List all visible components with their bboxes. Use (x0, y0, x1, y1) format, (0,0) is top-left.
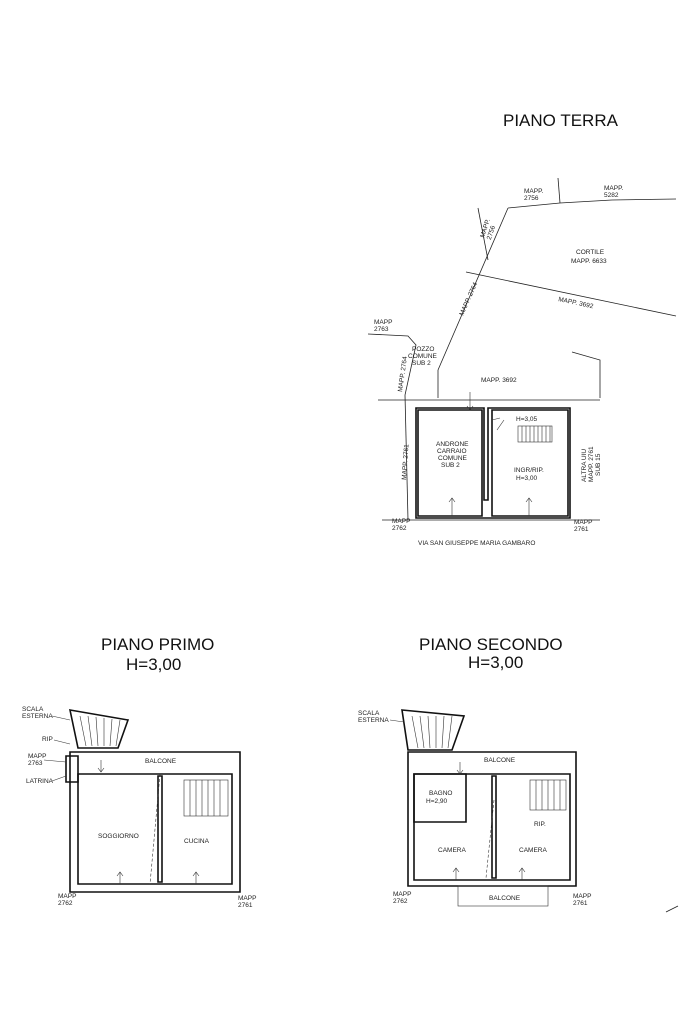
secondo-label-esterna: ESTERNA (358, 717, 389, 724)
label-androne: ANDRONE (436, 441, 469, 448)
secondo-external-stair (401, 709, 466, 751)
label-carraio: CARRAIO (437, 448, 467, 455)
label-h300: H=3,00 (516, 475, 538, 482)
primo-label-esterna: ESTERNA (22, 713, 53, 720)
secondo-arrow-camera-left (452, 867, 460, 880)
label-mapp-2761-vert: MAPP. 2761 (401, 444, 410, 480)
primo-arrow-soggiorno (116, 871, 124, 884)
label-mapp-3692: MAPP. 3692 (481, 377, 517, 384)
primo-label-scala: SCALA (22, 706, 44, 713)
label-mapp-2764-vert: MAPP. 2764 (397, 356, 409, 393)
secondo-arrow-balcone (456, 762, 464, 775)
primo-label-soggiorno: SOGGIORNO (98, 833, 139, 840)
primo-label-cucina: CUCINA (184, 838, 210, 845)
secondo-balcone-bottom (457, 885, 549, 907)
label-mapp-2764-diag: MAPP. 2764 (458, 281, 479, 317)
secondo-partition (491, 775, 497, 879)
edge-mark (665, 905, 679, 913)
label-altra-uiu: ALTRA UIU (581, 449, 588, 482)
primo-leader-mapp-2763 (43, 759, 67, 763)
secondo-label-camera-right: CAMERA (519, 847, 547, 854)
secondo-bagno-walls (413, 773, 467, 823)
title-piano-terra: PIANO TERRA (503, 111, 619, 130)
piano-terra: PIANO TERRA MAPP.2756 MAPP.5282 MAPP.275… (367, 111, 677, 547)
primo-inner-walls (77, 773, 233, 885)
primo-arrow-cucina (192, 871, 200, 884)
secondo-label-balcone-bottom: BALCONE (489, 895, 521, 902)
boundary-mapp-2756-side (477, 207, 489, 261)
label-pozzo-comune: COMUNE (408, 353, 438, 360)
label-pozzo: POZZO (412, 346, 434, 353)
height-piano-secondo: H=3,00 (468, 653, 523, 672)
label-mapp-2756-top: MAPP.2756 (524, 188, 544, 202)
boundary-mapp-3692 (465, 271, 677, 317)
boundary-mapp-2761-west (404, 394, 409, 521)
secondo-diagonal-partition (485, 799, 495, 879)
secondo-label-bagno: BAGNO (429, 790, 452, 797)
secondo-inner-stair (529, 779, 567, 811)
door-swing (491, 417, 505, 431)
label-street: VIA SAN GIUSEPPE MARIA GAMBARO (418, 540, 535, 547)
label-cortile: CORTILE (576, 249, 605, 256)
secondo-outer-walls (407, 751, 577, 887)
boundary-mapp-2763 (367, 333, 417, 396)
primo-leader-rip (53, 739, 71, 745)
primo-external-stair (68, 709, 130, 749)
boundary-north (507, 198, 677, 209)
label-comune: COMUNE (438, 455, 468, 462)
primo-partition (157, 775, 163, 883)
primo-leader-latrina (51, 775, 67, 782)
ingresso-inner-walls (491, 409, 569, 517)
label-sub2: SUB 2 (441, 462, 460, 469)
secondo-label-rip: RIP. (534, 821, 546, 828)
secondo-inner-walls (413, 773, 571, 881)
ground-floor-stairs (517, 425, 553, 443)
primo-leader-scala (51, 715, 71, 721)
label-altra-sub: SUB 15 (595, 453, 602, 476)
label-pozzo-sub: SUB 2 (412, 360, 431, 367)
arrow-rear-androne (466, 392, 474, 411)
label-mapp-5282: MAPP.5282 (604, 185, 624, 199)
primo-inner-stair (183, 779, 229, 817)
secondo-arrow-camera-right (518, 867, 526, 880)
label-cortile-mapp: MAPP. 6633 (571, 258, 607, 265)
piano-primo: PIANO PRIMO H=3,00 SCALA ESTERNA RIP MAP… (22, 635, 256, 909)
primo-diagonal-partition (149, 773, 161, 885)
secondo-label-balcone-top: BALCONE (484, 757, 516, 764)
label-mapp-3692-diag: MAPP. 3692 (558, 296, 595, 310)
primo-latrina-walls (65, 755, 79, 783)
boundary-mapp-2756 (557, 177, 561, 204)
primo-arrow-balcone (97, 760, 105, 773)
boundary-east (571, 351, 601, 398)
secondo-label-bagno-h: H=2,90 (426, 798, 448, 805)
label-h305: H=3,05 (516, 416, 538, 423)
arrow-entrance-androne (448, 497, 456, 516)
boundary-mapp-2764 (437, 207, 509, 371)
secondo-leader-scala (389, 719, 405, 723)
label-altra-mapp: MAPP. 2761 (588, 446, 595, 482)
arrow-entrance-ingresso (525, 497, 533, 516)
piano-secondo: PIANO SECONDO H=3,00 SCALA ESTERNA BALCO… (358, 635, 591, 907)
primo-label-balcone: BALCONE (145, 758, 177, 765)
title-piano-primo: PIANO PRIMO (101, 635, 214, 654)
primo-label-latrina: LATRINA (26, 778, 54, 785)
androne-inner-walls (417, 409, 483, 517)
secondo-label-scala: SCALA (358, 710, 380, 717)
primo-label-rip: RIP (42, 736, 53, 743)
label-ingr-rip: INGR/RIP. (514, 467, 544, 474)
ground-floor-walls (415, 407, 571, 519)
title-piano-secondo: PIANO SECONDO (419, 635, 563, 654)
primo-outer-walls (69, 751, 241, 893)
secondo-label-camera-left: CAMERA (438, 847, 466, 854)
height-piano-primo: H=3,00 (126, 655, 181, 674)
